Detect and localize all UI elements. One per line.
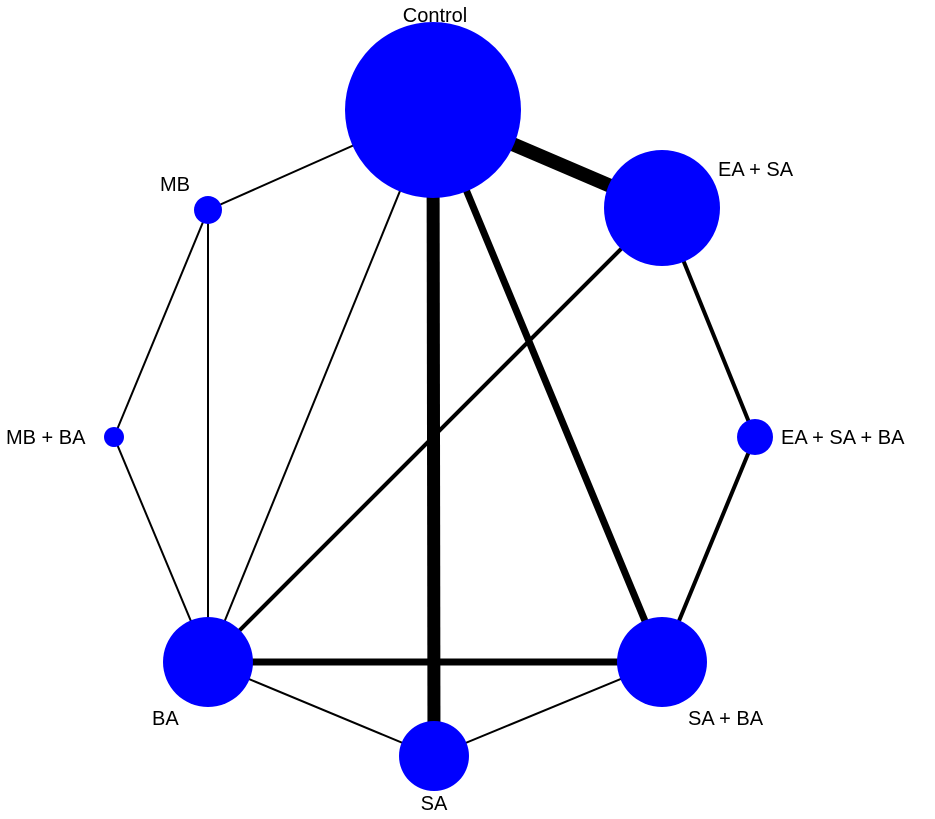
node-sa — [399, 721, 469, 791]
edge-control-ba — [207, 109, 434, 663]
node-mb_ba — [104, 427, 124, 447]
edge-mb_ba-mb — [113, 209, 209, 438]
node-label-control: Control — [403, 5, 467, 27]
edge-ea_sa-ba — [206, 206, 664, 664]
node-label-ea_sa_ba: EA + SA + BA — [781, 427, 905, 449]
node-sa_ba — [617, 617, 707, 707]
node-label-ba: BA — [152, 708, 179, 730]
edge-control-sa_ba — [429, 108, 666, 664]
node-label-sa_ba: SA + BA — [688, 708, 764, 730]
node-label-mb_ba: MB + BA — [6, 427, 86, 449]
labels-layer: Control EA + SA EA + SA + BA SA + BA SA BA MB … — [6, 5, 905, 815]
node-label-sa: SA — [421, 793, 448, 815]
node-ea_sa — [604, 150, 720, 266]
node-label-mb: MB — [160, 174, 190, 196]
node-control — [345, 22, 521, 198]
edge-control-sa — [426, 109, 441, 757]
node-mb — [194, 196, 222, 224]
node-ea_sa_ba — [737, 419, 773, 455]
node-ba — [163, 617, 253, 707]
node-label-ea_sa: EA + SA — [718, 159, 794, 181]
nodes-layer — [104, 22, 773, 791]
